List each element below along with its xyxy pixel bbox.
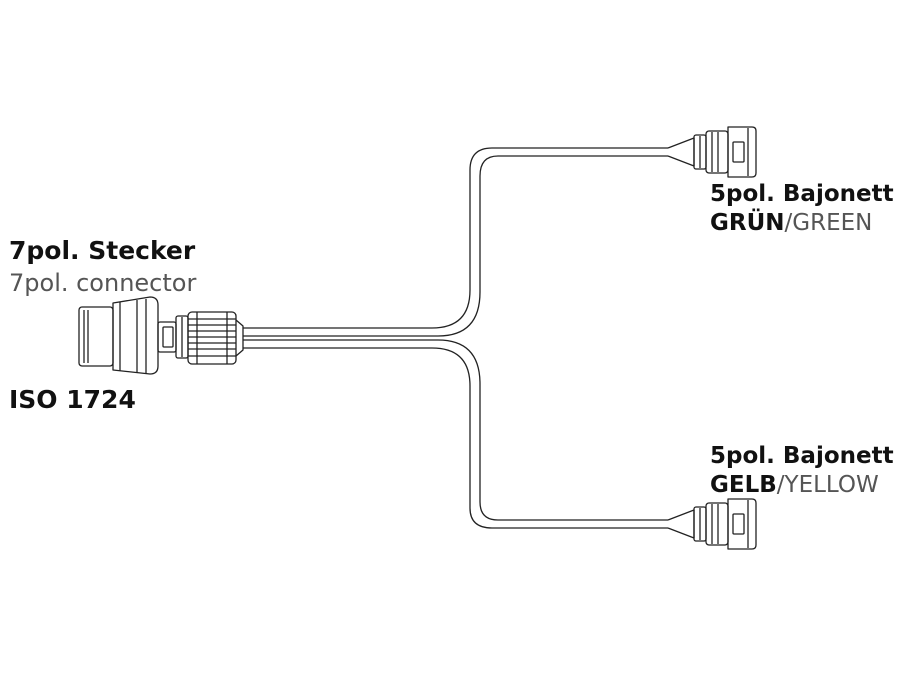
main-connector-standard: ISO 1724 — [9, 385, 136, 414]
yellow-connector-color: GELB/YELLOW — [710, 474, 879, 497]
bayonet-connector-yellow — [667, 498, 757, 550]
yellow-color-en: YELLOW — [784, 472, 879, 498]
cable-harness — [243, 147, 668, 529]
strain-relief-nut — [187, 311, 244, 365]
bayonet-connector-green — [667, 126, 757, 178]
green-color-de: GRÜN — [710, 210, 785, 236]
main-connector-title-de: 7pol. Stecker — [9, 236, 196, 265]
green-color-separator: / — [784, 210, 793, 236]
seven-pin-connector — [78, 296, 189, 375]
yellow-color-separator: / — [776, 472, 785, 498]
green-connector-color: GRÜN/GREEN — [710, 212, 872, 235]
yellow-color-de: GELB — [710, 472, 777, 498]
main-connector-title-en: 7pol. connector — [9, 269, 197, 297]
green-connector-type: 5pol. Bajonett — [710, 181, 894, 207]
green-color-en: GREEN — [792, 210, 873, 236]
yellow-connector-type: 5pol. Bajonett — [710, 443, 894, 469]
